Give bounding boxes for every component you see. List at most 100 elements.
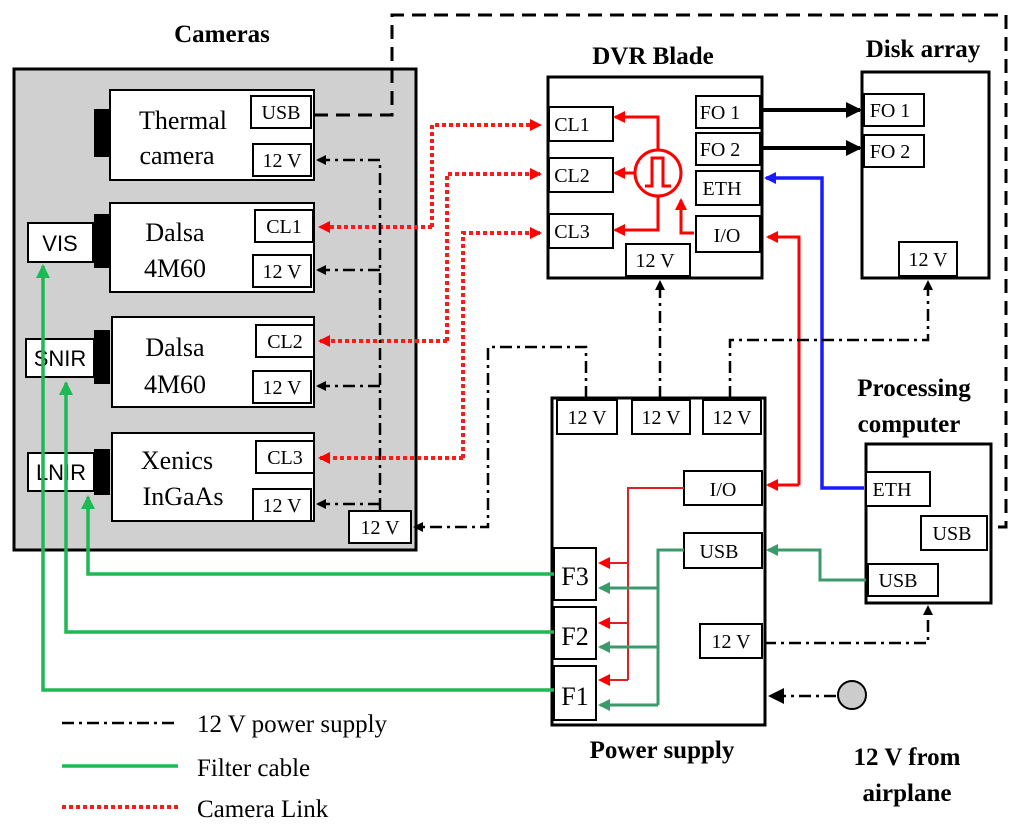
filter-vis-label: VIS <box>42 231 77 256</box>
legend-power-label: 12 V power supply <box>197 711 388 738</box>
dalsa1-pwr-label: 12 V <box>262 261 302 283</box>
ps-out-2 <box>631 399 691 435</box>
xenics-name-line1: Xenics <box>141 446 213 475</box>
legend: 12 V power supply Filter cable Camera Li… <box>62 711 388 823</box>
disk-fo2-label: FO 2 <box>870 141 911 163</box>
ps-internal-usb-lines <box>598 548 684 711</box>
airplane-power-source-icon <box>837 680 867 710</box>
ps-internal-io-lines <box>598 487 684 686</box>
ps-f3-port <box>553 547 597 601</box>
power-lines <box>316 155 933 645</box>
dalsa2-pwr-port <box>252 370 312 404</box>
link-io-to-dvr <box>766 231 801 485</box>
dvr-cl1-label: CL1 <box>554 114 590 136</box>
thermal-pwr-port <box>252 143 312 177</box>
link-cl3-out <box>461 227 542 458</box>
dalsa-camera-2: Dalsa 4M60 CL2 12 V <box>94 316 315 408</box>
io-to-sync <box>675 198 694 235</box>
processing-title-line2: computer <box>858 411 961 438</box>
ps-f2-port <box>553 606 597 660</box>
dalsa2-cl-label: CL2 <box>267 331 303 353</box>
dalsa1-pwr-port <box>252 254 312 288</box>
sync-to-cl1 <box>613 111 660 150</box>
processing-title-line1: Processing <box>857 375 971 402</box>
proc-eth-port <box>865 471 931 507</box>
ps-out-3-label: 12 V <box>712 407 752 429</box>
proc-usb-top-port <box>920 515 988 551</box>
dvr-cl2-label: CL2 <box>554 165 590 187</box>
ps-usb-port <box>683 532 763 569</box>
link-usb-ps <box>766 544 866 582</box>
xenics-cl-port <box>255 440 315 474</box>
dalsa2-pwr-label: 12 V <box>262 377 302 399</box>
dvr-eth-port <box>695 170 761 206</box>
ps-f1-label: F1 <box>561 682 588 711</box>
dvr-sync-generator <box>613 111 694 236</box>
sync-pulse-glyph <box>645 156 671 188</box>
filter-snir <box>25 338 95 378</box>
cameras-title: Cameras <box>174 21 270 48</box>
dalsa1-cl-label: CL1 <box>266 216 302 238</box>
dalsa1-name-line2: 4M60 <box>144 254 206 283</box>
ps-f2-label: F2 <box>561 622 588 651</box>
thermal-name-line2: camera <box>139 141 215 170</box>
xenics-name-line2: InGaAs <box>143 482 224 511</box>
filter-vis <box>27 222 94 263</box>
thermal-name-line1: Thermal <box>139 106 227 135</box>
xenics-pwr-label: 12 V <box>262 495 302 517</box>
dvr-io-label: I/O <box>714 225 741 247</box>
dalsa1-cl-port <box>254 209 314 243</box>
airplane-title-line2: airplane <box>863 780 952 807</box>
airplane-title-line1: 12 V from <box>854 744 961 771</box>
disk-pwr-label: 12 V <box>908 249 948 271</box>
xenics-cl-label: CL3 <box>267 447 303 469</box>
legend-filter-label: Filter cable <box>197 755 310 782</box>
dalsa2-name-line2: 4M60 <box>144 370 206 399</box>
xenics-pwr-port <box>252 488 312 522</box>
thermal-lens <box>94 109 110 157</box>
dvr-fo1-port <box>695 95 761 129</box>
ps-f3-label: F3 <box>561 562 588 591</box>
xenics-lens <box>94 449 110 495</box>
filter-cables <box>36 264 554 692</box>
camera-pwr-distributor <box>348 510 412 544</box>
camera-pwr-distributor-label: 12 V <box>360 517 400 539</box>
ps-out-3 <box>702 399 762 435</box>
sync-to-cl3 <box>613 196 660 236</box>
dvr-eth-label: ETH <box>703 178 742 200</box>
thermal-usb-port <box>250 95 312 129</box>
link-cl1-out <box>430 119 542 227</box>
disk-fo2-port <box>863 134 925 168</box>
legend-cl-label: Camera Link <box>197 796 329 823</box>
proc-usb-top-label: USB <box>933 523 972 545</box>
ps-out-2-label: 12 V <box>641 407 681 429</box>
ps-pwr-out-label: 12 V <box>711 631 751 653</box>
dalsa1-name-line1: Dalsa <box>145 218 205 247</box>
dvr-fo2-label: FO 2 <box>700 139 741 161</box>
ps-usb-label: USB <box>700 541 739 563</box>
ps-out-1 <box>556 399 618 435</box>
proc-eth-label: ETH <box>873 479 912 501</box>
dvr-cl3-label: CL3 <box>554 221 590 243</box>
dalsa2-cl-port <box>255 324 315 358</box>
dalsa1-lens <box>94 214 110 268</box>
dvr-title: DVR Blade <box>592 43 714 70</box>
dvr-pwr-label: 12 V <box>635 250 675 272</box>
disk-fo1-label: FO 1 <box>870 100 911 122</box>
xenics-camera: Xenics InGaAs CL3 12 V <box>94 432 315 522</box>
dalsa-camera-1: Dalsa 4M60 CL1 12 V <box>94 202 315 293</box>
proc-usb-bottom-port <box>867 563 939 597</box>
dvr-pwr-port <box>625 243 691 277</box>
ps-out-1-label: 12 V <box>567 407 607 429</box>
ps-io-label: I/O <box>710 479 737 501</box>
proc-usb-bottom-label: USB <box>879 570 918 592</box>
disk-title: Disk array <box>866 36 981 63</box>
thermal-usb-label: USB <box>262 102 301 124</box>
dalsa2-lens <box>94 330 110 384</box>
power-title: Power supply <box>590 737 735 764</box>
dvr-cl1-port <box>548 106 614 142</box>
dvr-fo2-port <box>695 132 761 166</box>
dalsa2-name-line1: Dalsa <box>145 333 205 362</box>
link-cl2-out <box>445 168 542 341</box>
